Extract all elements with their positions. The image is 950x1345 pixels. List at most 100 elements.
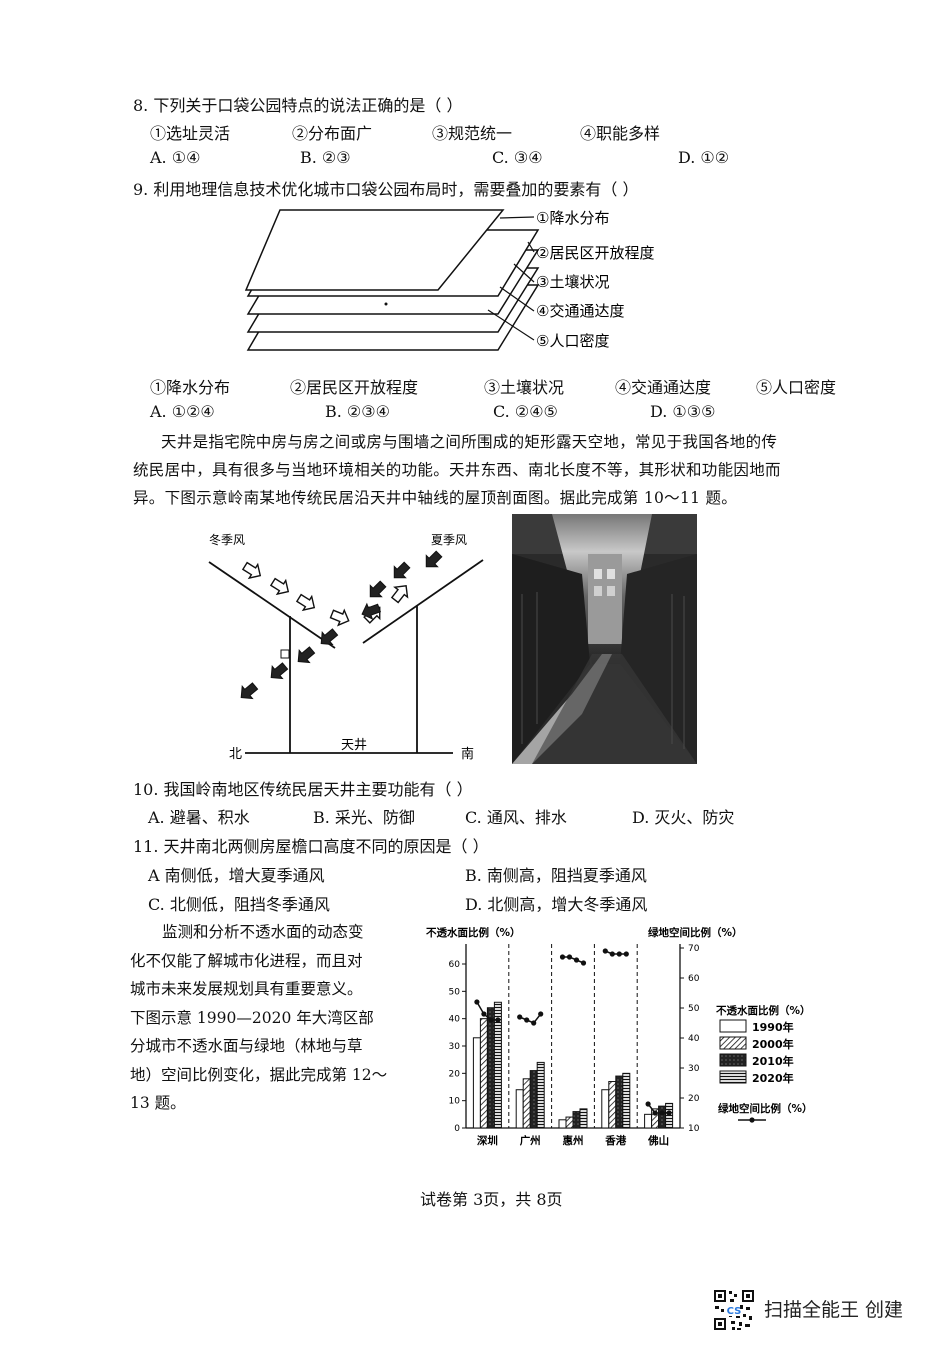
right-tick-label: 70: [688, 944, 700, 954]
q9-item-4: ④交通通达度: [615, 378, 712, 397]
passage-line-2: 统民居中，具有很多与当地环境相关的功能。天井东西、南北长度不等，其形状和功能因地…: [133, 461, 781, 479]
bar: [572, 1111, 581, 1129]
green-space-point: [573, 957, 580, 963]
passage-line-1: 天井是指宅院中房与房之间或房与围墙之间所围成的矩形露天空地，常见于我国各地的传: [161, 433, 778, 451]
layer-1: [244, 209, 505, 291]
green-space-line: [647, 1103, 670, 1114]
winter-wind-arrows: [241, 561, 350, 627]
left-tick-label: 20: [449, 1069, 461, 1079]
green-space-point: [616, 951, 622, 957]
green-space-line: [562, 956, 584, 964]
legend-line-point: [749, 1117, 755, 1123]
right-tick-label: 50: [688, 1004, 700, 1014]
category-label: 深圳: [477, 1134, 498, 1147]
green-space-point: [666, 1110, 672, 1116]
q9-item-3: ③土壤状况: [484, 378, 565, 397]
passage2-line-4: 下图示意 1990—2020 年大湾区部: [130, 1008, 374, 1027]
q10-option-a: A. 避暑、积水: [148, 808, 250, 827]
q9-item-5: ⑤人口密度: [756, 378, 837, 397]
passage2-line-6: 地）空间比例变化，据此完成第 12～: [130, 1065, 388, 1084]
bar: [644, 1113, 653, 1129]
right-tick-label: 30: [688, 1064, 700, 1074]
legend-swatch: [719, 1019, 747, 1033]
passage-line-3: 异。下图示意岭南某地传统民居沿天井中轴线的屋顶剖面图。据此完成第 10～11 题…: [133, 489, 738, 507]
q9-option-b: B. ②③④: [325, 402, 390, 421]
left-tick-label: 0: [454, 1124, 460, 1134]
legend-swatch: [719, 1053, 747, 1067]
category-label: 惠州: [563, 1134, 584, 1147]
green-space-point: [645, 1101, 651, 1107]
green-space-point: [531, 1020, 537, 1026]
q11-option-c: C. 北侧低，阻挡冬季通风: [148, 895, 330, 914]
q11-option-b: B. 南侧高，阻挡夏季通风: [465, 866, 647, 885]
bar: [522, 1078, 531, 1129]
q8-stem: 8. 下列关于口袋公园特点的说法正确的是（ ）: [133, 96, 463, 115]
category-label: 广州: [520, 1134, 541, 1147]
green-space-point: [566, 954, 573, 960]
q9-item-1: ①降水分布: [150, 378, 231, 397]
roof-section-diagram: 冬季风 夏季风 北 南 天井: [208, 532, 484, 762]
q10-option-c: C. 通风、排水: [465, 808, 567, 827]
bar: [479, 1018, 488, 1129]
q10-stem: 10. 我国岭南地区传统民居天井主要功能有（ ）: [133, 780, 473, 799]
layer-label-5: ⑤人口密度: [536, 332, 609, 350]
courtyard-label: 天井: [341, 738, 367, 753]
q9-item-2: ②居民区开放程度: [290, 378, 419, 397]
bar: [622, 1072, 631, 1129]
bar: [615, 1075, 624, 1129]
green-space-point: [602, 948, 608, 954]
svg-text:CS: CS: [727, 1306, 742, 1317]
right-tick-label: 10: [688, 1124, 700, 1134]
q11-option-d: D. 北侧高，增大冬季通风: [465, 895, 648, 914]
right-axis-label: 绿地空间比例（%）: [648, 926, 743, 939]
green-space-point: [559, 954, 566, 960]
green-space-point: [652, 1110, 658, 1116]
bar: [665, 1102, 674, 1129]
bar: [493, 1001, 502, 1129]
q8-option-d: D. ①②: [678, 148, 730, 167]
q9-option-d: D. ①③⑤: [650, 402, 716, 421]
bar: [608, 1081, 617, 1129]
passage-tianjing: 天井是指宅院中房与房之间或房与围墙之间所围成的矩形露天空地，常见于我国各地的传 …: [133, 428, 863, 512]
left-tick-label: 40: [449, 1015, 461, 1025]
q8-item-3: ③规范统一: [432, 124, 513, 143]
impervious-green-chart: 不透水面比例（%） 绿地空间比例（%） 01020304050601020304…: [426, 926, 813, 1147]
passage2-line-7: 13 题。: [130, 1094, 186, 1112]
passage2-line-5: 分城市不透水面与绿地（林地与草: [130, 1037, 363, 1055]
bar: [529, 1070, 538, 1129]
north-label: 北: [229, 747, 242, 762]
layer-label-1: ①降水分布: [536, 209, 609, 227]
legend-label: 2000年: [752, 1037, 794, 1051]
bar: [565, 1116, 574, 1129]
tianjing-photo: [512, 514, 697, 764]
bar: [658, 1105, 667, 1129]
layer-label-4: ④交通通达度: [536, 302, 624, 320]
qr-code-icon: CS: [712, 1288, 756, 1332]
green-space-point: [517, 1014, 523, 1020]
q8-item-2: ②分布面广: [292, 124, 373, 143]
left-tick-label: 30: [449, 1042, 461, 1052]
bar: [558, 1119, 567, 1129]
green-space-point: [659, 1110, 665, 1116]
left-tick-label: 60: [449, 960, 461, 970]
green-space-point: [495, 1017, 501, 1023]
passage-impervious: 监测和分析不透水面的动态变 化不仅能了解城市化进程，而且对 城市未来发展规划具有…: [130, 918, 405, 1118]
legend-swatch: [719, 1036, 747, 1050]
green-space-point: [538, 1011, 544, 1017]
green-space-line: [519, 1013, 542, 1024]
legend-title-bar: 不透水面比例（%）: [716, 1004, 811, 1017]
passage2-line-1: 监测和分析不透水面的动态变: [162, 923, 364, 941]
legend-label: 2020年: [752, 1071, 794, 1085]
bar: [515, 1089, 524, 1129]
q8-item-1: ①选址灵活: [150, 124, 231, 143]
legend-swatch: [719, 1070, 747, 1084]
green-space-line: [476, 1001, 498, 1021]
summer-wind-hollow-arrows: [363, 585, 409, 624]
gis-layers-diagram: ①降水分布 ②居民区开放程度 ③土壤状况 ④交通通达度 ⑤人口密度: [244, 209, 654, 351]
bar: [579, 1108, 588, 1129]
right-tick-label: 40: [688, 1034, 700, 1044]
passage2-line-2: 化不仅能了解城市化进程，而且对: [130, 951, 363, 970]
left-tick-label: 10: [449, 1097, 461, 1107]
q11-option-a: A 南侧低，增大夏季通风: [148, 866, 325, 885]
